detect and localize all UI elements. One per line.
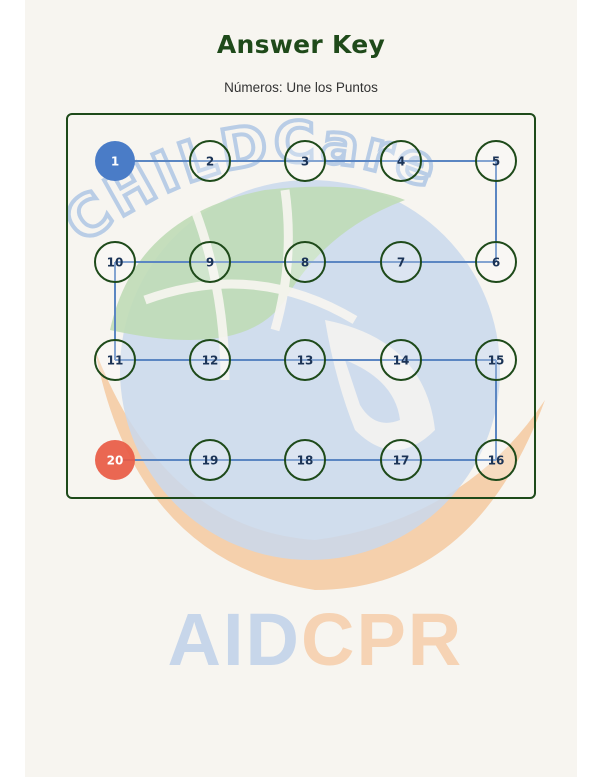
dot-circle bbox=[380, 241, 422, 283]
page-subtitle: Números: Une los Puntos bbox=[224, 80, 378, 95]
dot-circle bbox=[475, 140, 517, 182]
dot-circle bbox=[189, 241, 231, 283]
dot-number: 13 bbox=[297, 354, 314, 368]
dot-number: 18 bbox=[297, 454, 314, 468]
dot-number: 17 bbox=[393, 454, 410, 468]
dot-number: 6 bbox=[492, 256, 500, 270]
dot-number: 4 bbox=[397, 155, 405, 169]
dot-circle bbox=[189, 339, 231, 381]
dot-16: 16 bbox=[475, 439, 517, 481]
dot-7: 7 bbox=[380, 241, 422, 283]
watermark-orange-swoosh bbox=[95, 350, 545, 590]
dot-circle bbox=[284, 439, 326, 481]
dot-8: 8 bbox=[284, 241, 326, 283]
dot-circle bbox=[189, 140, 231, 182]
dot-number: 15 bbox=[488, 354, 505, 368]
dot-15: 15 bbox=[475, 339, 517, 381]
dot-circle bbox=[189, 439, 231, 481]
dot-circle bbox=[380, 339, 422, 381]
dot-circle bbox=[475, 339, 517, 381]
worksheet-page: CHILDCare AID CPR Answer Key Números: Un… bbox=[25, 0, 577, 777]
dot-3: 3 bbox=[284, 140, 326, 182]
dot-19: 19 bbox=[189, 439, 231, 481]
dot-number: 1 bbox=[111, 155, 119, 169]
dot-14: 14 bbox=[380, 339, 422, 381]
dot-circle bbox=[95, 141, 135, 181]
dot-number: 3 bbox=[301, 155, 309, 169]
dot-2: 2 bbox=[189, 140, 231, 182]
dot-10: 10 bbox=[94, 241, 136, 283]
dot-number: 7 bbox=[397, 256, 405, 270]
dot-5: 5 bbox=[475, 140, 517, 182]
dot-12: 12 bbox=[189, 339, 231, 381]
childcare-aidcpr-watermark: CHILDCare AID CPR bbox=[51, 108, 545, 681]
dot-number: 11 bbox=[107, 354, 124, 368]
puzzle-board bbox=[66, 113, 536, 499]
dot-number: 10 bbox=[107, 256, 124, 270]
dot-number: 8 bbox=[301, 256, 309, 270]
dot-circle bbox=[380, 439, 422, 481]
dot-circle bbox=[284, 339, 326, 381]
dot-number: 12 bbox=[202, 354, 219, 368]
dot-circle bbox=[284, 140, 326, 182]
dot-number: 20 bbox=[107, 454, 124, 468]
dot-number: 9 bbox=[206, 256, 214, 270]
watermark-brand-cpr: CPR bbox=[301, 598, 463, 681]
dot-11: 11 bbox=[94, 339, 136, 381]
watermark-brand-aid: AID bbox=[168, 598, 301, 681]
watermark-dome-inner bbox=[345, 360, 400, 423]
dot-number: 16 bbox=[488, 454, 505, 468]
watermark-green-leaf bbox=[110, 186, 405, 340]
dot-circle bbox=[475, 241, 517, 283]
dot-number: 2 bbox=[206, 155, 214, 169]
dot-circle bbox=[94, 339, 136, 381]
dot-13: 13 bbox=[284, 339, 326, 381]
dot-circle bbox=[284, 241, 326, 283]
dot-circle bbox=[475, 439, 517, 481]
dot-circle bbox=[380, 140, 422, 182]
dot-number: 19 bbox=[202, 454, 219, 468]
dot-18: 18 bbox=[284, 439, 326, 481]
page-title: Answer Key bbox=[216, 30, 386, 59]
dot-20: 20 bbox=[95, 440, 135, 480]
dot-9: 9 bbox=[189, 241, 231, 283]
dot-number: 14 bbox=[393, 354, 410, 368]
dot-circle bbox=[94, 241, 136, 283]
dot-6: 6 bbox=[475, 241, 517, 283]
dot-4: 4 bbox=[380, 140, 422, 182]
dot-number: 5 bbox=[492, 155, 500, 169]
dot-1: 1 bbox=[95, 141, 135, 181]
watermark-globe-lines bbox=[143, 189, 358, 381]
dot-17: 17 bbox=[380, 439, 422, 481]
dot-circle bbox=[95, 440, 135, 480]
